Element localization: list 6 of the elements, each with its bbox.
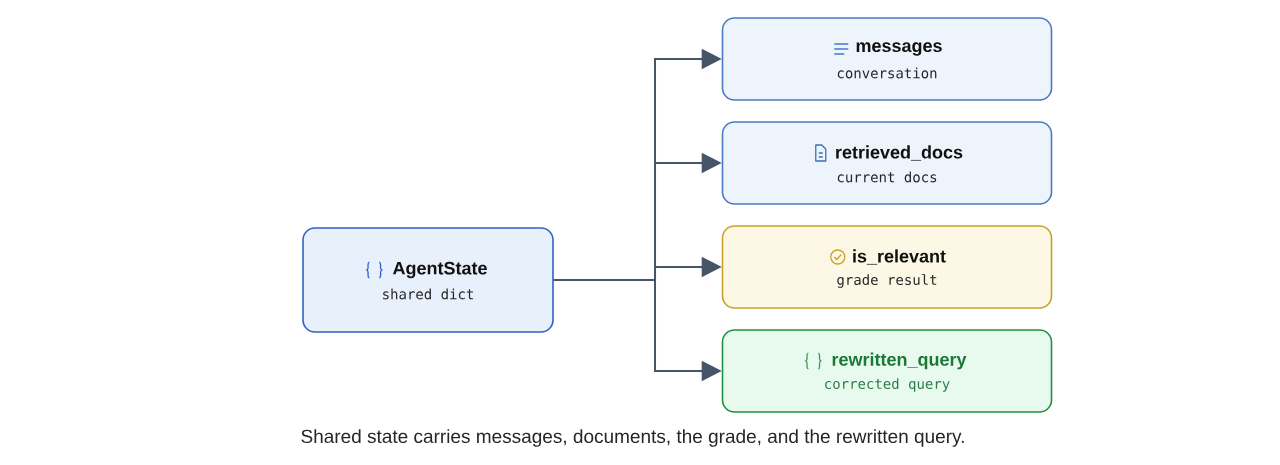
state-box: AgentState shared dict (302, 227, 554, 333)
field-box: messages conversation (721, 17, 1053, 101)
field-box: retrieved_docs current docs (721, 121, 1053, 205)
caption: Shared state carries messages, documents, the grade, and the rewritten query. (301, 429, 964, 447)
field-box: rewritten_query corrected query (721, 329, 1053, 413)
field-box: is_relevant grade result (721, 225, 1053, 309)
